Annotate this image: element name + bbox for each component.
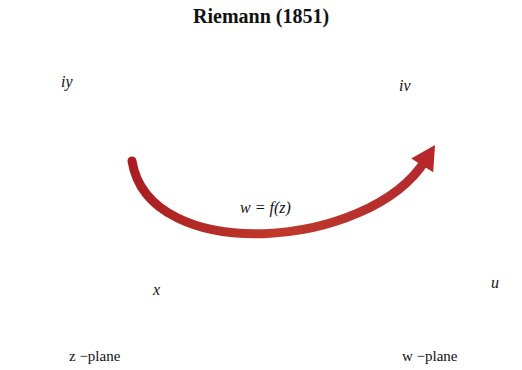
complex-plane: iyxz −plane (5, 38, 210, 340)
axis-label: iy (61, 72, 73, 91)
plane-caption: w −plane (402, 347, 458, 365)
point-dot (123, 148, 134, 159)
arrow-curve (132, 160, 425, 234)
axis-label: u (491, 273, 499, 292)
imaginary-axis (89, 64, 92, 248)
point-dot (436, 130, 447, 141)
plane-caption: z −plane (69, 347, 120, 365)
axis-label: x (153, 280, 160, 299)
real-axis (15, 203, 191, 276)
plane-surface (343, 40, 520, 340)
arrowhead (411, 145, 435, 172)
edge-label: w = f(z) (237, 198, 294, 217)
complex-plane: ivuw −plane (343, 40, 520, 340)
axis-label: iv (399, 76, 411, 95)
real-axis (358, 205, 509, 269)
plane-shape (343, 40, 520, 340)
mapping-arrow (132, 145, 435, 234)
plane-surface (5, 38, 210, 340)
imaginary-axis (429, 64, 432, 250)
diagram-title: Riemann (1851) (193, 4, 329, 28)
plane-shape (5, 38, 210, 340)
